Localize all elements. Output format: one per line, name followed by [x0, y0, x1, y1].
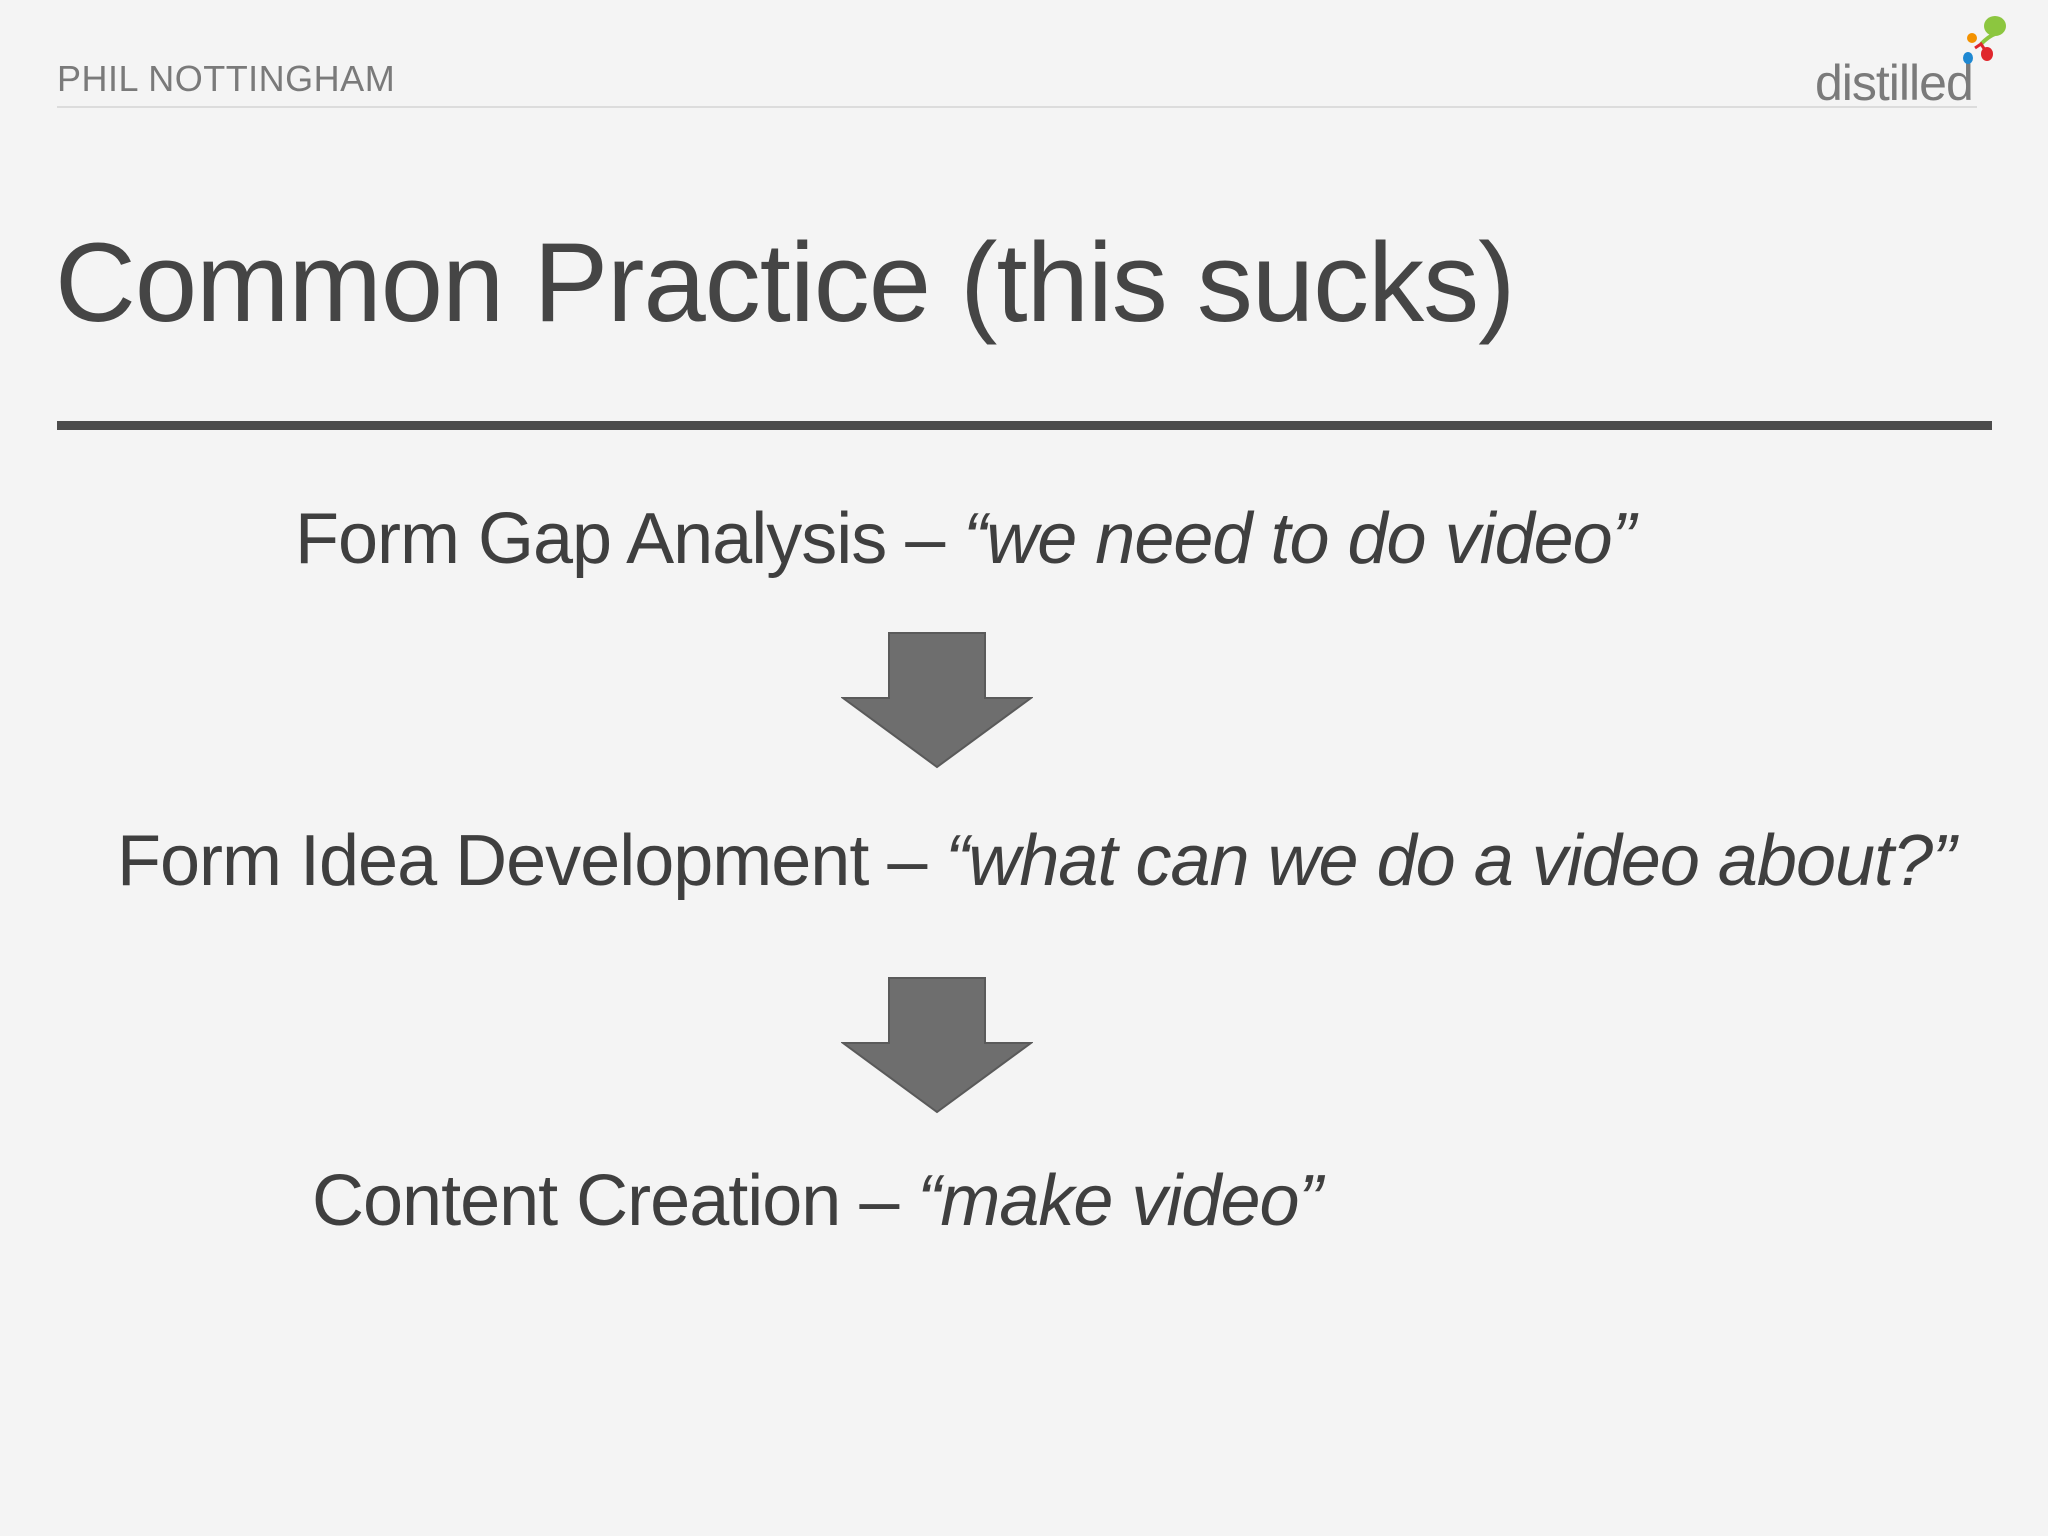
step-form-idea-development: Form Idea Development – “what can we do …	[117, 820, 1956, 902]
distilled-logo-splash-icon	[1963, 16, 2006, 64]
slide-title: Common Practice (this sucks)	[55, 220, 1515, 345]
step-quote: “make video”	[917, 1161, 1322, 1241]
title-divider	[57, 421, 1992, 430]
step-quote: “what can we do a video about?”	[945, 821, 1956, 901]
down-arrow-icon	[841, 632, 1033, 769]
step-label: Form Idea Development –	[117, 821, 946, 901]
logo-wordmark: distilled	[1815, 55, 1974, 111]
step-form-gap-analysis: Form Gap Analysis – “we need to do video…	[295, 498, 1636, 580]
step-label: Content Creation –	[312, 1161, 918, 1241]
distilled-logo: distilled	[1815, 14, 2015, 111]
step-content-creation: Content Creation – “make video”	[312, 1160, 1323, 1242]
step-label: Form Gap Analysis –	[295, 499, 964, 579]
header-divider	[57, 106, 1977, 108]
presenter-name: PHIL NOTTINGHAM	[57, 58, 396, 99]
down-arrow-icon	[841, 977, 1033, 1114]
step-quote: “we need to do video”	[963, 499, 1635, 579]
